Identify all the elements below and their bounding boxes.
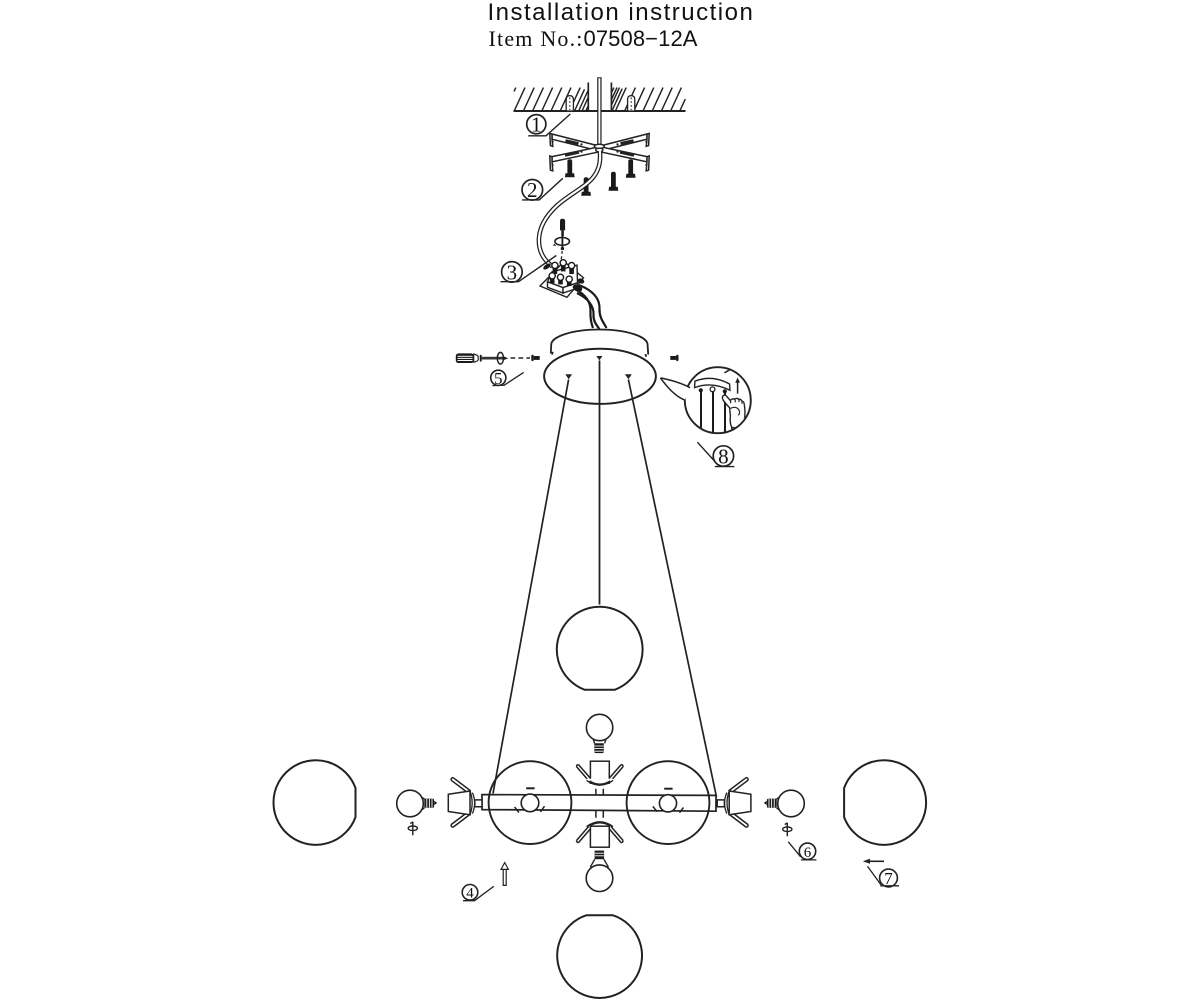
- svg-text:8: 8: [718, 444, 729, 468]
- svg-text:07508−12A: 07508−12A: [584, 26, 698, 51]
- svg-text:2: 2: [527, 178, 538, 202]
- svg-text:Item No.:: Item No.:: [489, 26, 584, 51]
- svg-text:1: 1: [531, 113, 542, 137]
- svg-text:3: 3: [507, 260, 518, 284]
- svg-text:7: 7: [884, 869, 893, 888]
- svg-text:6: 6: [804, 845, 812, 861]
- svg-text:4: 4: [466, 886, 474, 902]
- svg-text:Installation instruction: Installation instruction: [488, 0, 755, 26]
- svg-text:5: 5: [494, 369, 503, 388]
